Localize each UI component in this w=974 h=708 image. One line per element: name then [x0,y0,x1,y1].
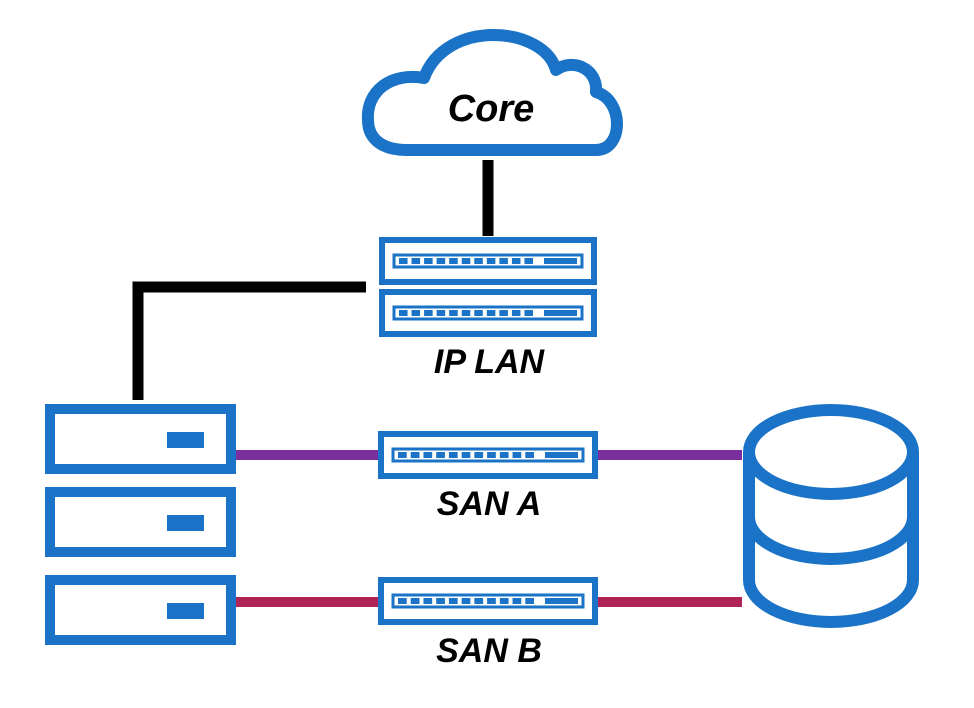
server-icon [45,404,236,474]
database-icon [743,404,919,628]
san-a-node: SAN A [378,431,598,523]
lan-to-server-link [132,281,366,400]
storage-node [743,404,919,628]
switch-icon [378,431,598,479]
ip-lan-label: IP LAN [434,343,546,381]
san-b-node: SAN B [378,577,598,670]
server-stack [45,404,236,645]
san-a-label: SAN A [437,485,542,523]
switch-icon [379,237,597,285]
cloud-icon [361,29,623,156]
server-icon [45,487,236,557]
switch-icon [379,289,597,337]
core-node: Core [361,29,623,156]
server-icon [45,575,236,645]
ip-lan-node: IP LAN [379,237,597,381]
san-b-label: SAN B [436,632,542,670]
core-label: Core [448,88,535,130]
switch-icon [378,577,598,625]
